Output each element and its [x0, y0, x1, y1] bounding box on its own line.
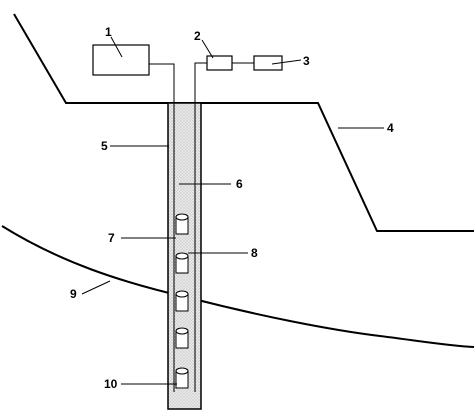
label-7: 7 — [108, 231, 115, 245]
wire-device — [194, 62, 207, 103]
sensor — [175, 213, 189, 235]
sensor — [175, 327, 189, 349]
sensor-group — [175, 213, 189, 389]
wire-logger — [149, 63, 175, 103]
label-1: 1 — [105, 25, 112, 39]
label-10: 10 — [104, 377, 118, 391]
ground-surface — [13, 13, 474, 232]
leader-1 — [110, 36, 123, 58]
label-5: 5 — [101, 139, 108, 153]
signal-device-box — [206, 55, 233, 71]
soil-layer-boundary — [1, 225, 474, 348]
leader-9 — [81, 280, 111, 295]
sensor — [175, 367, 189, 389]
label-8: 8 — [251, 246, 258, 260]
label-2: 2 — [194, 29, 201, 43]
data-logger-box — [92, 44, 150, 76]
label-6: 6 — [236, 177, 243, 191]
sensor — [175, 252, 189, 274]
sensor — [175, 290, 189, 312]
label-4: 4 — [387, 121, 394, 135]
leader-2 — [201, 39, 214, 59]
label-3: 3 — [303, 54, 310, 68]
label-9: 9 — [70, 287, 77, 301]
leader-3 — [271, 59, 302, 65]
